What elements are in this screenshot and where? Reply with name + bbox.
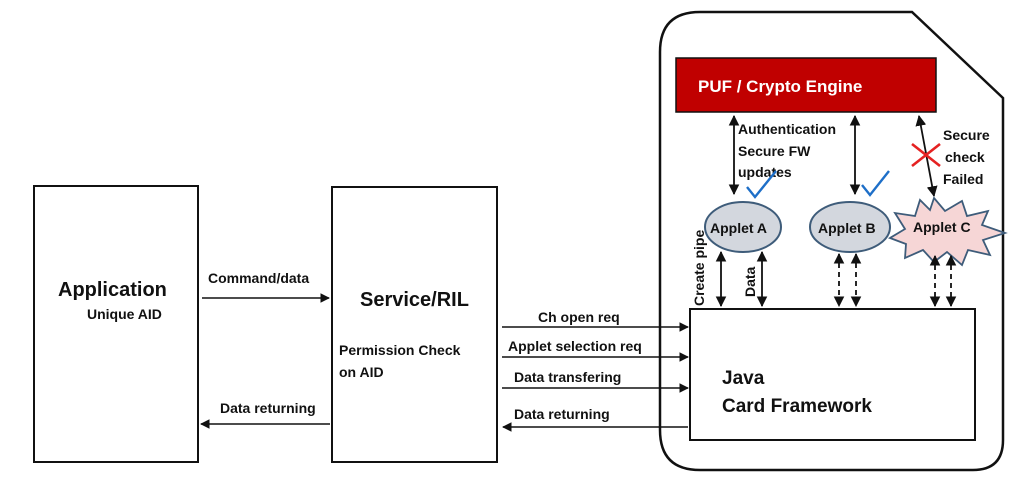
applet-a-label: Applet A [710,220,767,236]
auth-note-line2: Secure FW [738,143,811,159]
auth-note-line3: updates [738,164,792,180]
data-label: Data [742,266,758,297]
application-box: Application Unique AID [33,185,199,463]
application-subtitle: Unique AID [87,306,162,322]
puf-title: PUF / Crypto Engine [698,77,862,96]
applet-b: Applet B [809,201,891,253]
application-title: Application [58,279,167,301]
jcf-line2: Card Framework [722,396,872,417]
service-title: Service/RIL [360,289,469,311]
secure-note-line1: Secure [943,127,990,143]
secure-note-line3: Failed [943,171,983,187]
applet-a-check-icon [746,170,777,199]
auth-note-line1: Authentication [738,121,836,137]
applet-b-label: Applet B [818,220,876,236]
applet-b-check-icon [861,170,890,197]
applet-a: Applet A [704,201,782,253]
secure-element-card [658,10,1005,472]
create-pipe-label: Create pipe [691,230,707,306]
secure-note-line2: check [945,149,985,165]
service-ril-box: Service/RIL Permission Check on AID [331,186,498,463]
applet-c-starburst [887,196,1008,267]
puf-crypto-engine-box: PUF / Crypto Engine [675,57,937,113]
jcf-data-returning-label: Data returning [514,406,610,422]
app-data-returning-label: Data returning [220,400,316,416]
applet-c-label: Applet C [913,219,971,235]
permission-check-line2: on AID [339,364,384,380]
data-transfer-label: Data transfering [514,369,621,385]
applet-c: Applet C [887,196,1008,267]
command-label: Command/data [208,270,309,286]
jcf-line1: Java [722,368,765,389]
applet-selection-label: Applet selection req [508,338,642,354]
ch-open-label: Ch open req [538,309,620,325]
secure-check-failed-cross-icon [911,142,941,168]
permission-check-line1: Permission Check [339,342,461,358]
java-card-framework-box: Java Card Framework [689,308,976,441]
